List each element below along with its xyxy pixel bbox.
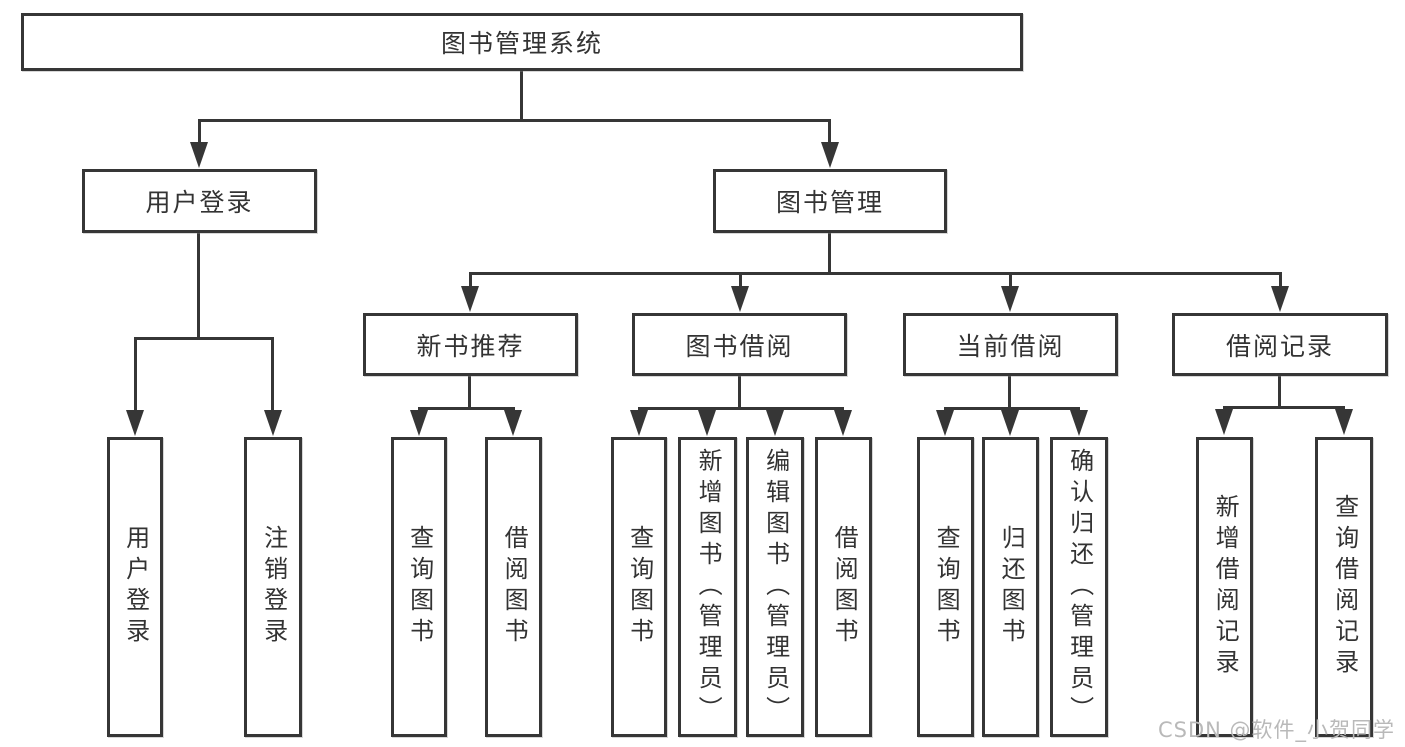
node-book-management-label: 图书管理 [775,188,884,217]
node-book-borrowing: 图书借阅 [632,313,847,376]
connector-line [738,376,741,409]
arrowhead-down-icon [630,410,648,436]
connector-line [638,407,844,410]
leaf-confirm-return-admin: 确认归还（管理员） [1050,437,1108,737]
leaf-return-book: 归还图书 [982,437,1039,737]
arrowhead-down-icon [766,410,784,436]
leaf-user-login-label: 用户登录 [121,525,150,649]
arrowhead-down-icon [1070,410,1088,436]
leaf-borrow-books-recommend-label: 借阅图书 [500,525,529,649]
leaf-logout: 注销登录 [244,437,302,737]
arrowhead-down-icon [821,142,839,168]
leaf-query-books-borrowing-label: 查询图书 [625,525,654,649]
node-book-borrowing-label: 图书借阅 [685,331,794,361]
arrowhead-down-icon [190,142,208,168]
connector-line [418,407,515,410]
node-current-borrowing: 当前借阅 [903,313,1118,376]
leaf-user-login: 用户登录 [107,437,163,737]
leaf-add-book-admin-label: 新增图书（管理员） [694,447,723,727]
connector-line [1008,376,1011,409]
arrowhead-down-icon [1001,286,1019,312]
node-root-label: 图书管理系统 [440,29,603,58]
arrowhead-down-icon [461,286,479,312]
node-user-login: 用户登录 [82,169,317,233]
leaf-borrow-books-recommend: 借阅图书 [485,437,542,737]
arrowhead-down-icon [1215,409,1233,435]
arrowhead-down-icon [504,410,522,436]
node-root: 图书管理系统 [21,13,1023,71]
arrowhead-down-icon [126,410,144,436]
connector-line [468,376,471,409]
arrowhead-down-icon [834,410,852,436]
connector-line [944,407,1080,410]
connector-line [469,272,1282,275]
arrowhead-down-icon [410,410,428,436]
connector-line [198,119,201,145]
watermark-text: CSDN @软件_小贺同学 [1158,718,1396,742]
leaf-borrow-books-borrowing: 借阅图书 [815,437,872,737]
connector-line [828,119,831,145]
leaf-edit-book-admin: 编辑图书（管理员） [746,437,804,737]
leaf-query-books-recommend-label: 查询图书 [405,525,434,649]
node-borrowing-records-label: 借阅记录 [1225,331,1334,361]
node-user-login-label: 用户登录 [145,188,254,217]
connector-line [739,272,742,289]
arrowhead-down-icon [698,410,716,436]
leaf-add-borrow-record: 新增借阅记录 [1196,437,1253,737]
connector-line [134,337,274,340]
leaf-edit-book-admin-label: 编辑图书（管理员） [761,447,790,727]
connector-line [271,337,274,413]
arrowhead-down-icon [1335,409,1353,435]
leaf-borrow-books-borrowing-label: 借阅图书 [830,525,859,649]
leaf-query-books-recommend: 查询图书 [391,437,447,737]
connector-line [1279,272,1282,289]
leaf-confirm-return-admin-label: 确认归还（管理员） [1065,447,1094,727]
leaf-query-borrow-record-label: 查询借阅记录 [1330,494,1359,680]
connector-line [1009,272,1012,289]
connector-line [828,233,831,274]
node-book-management: 图书管理 [713,169,947,233]
node-current-borrowing-label: 当前借阅 [956,331,1065,361]
leaf-query-borrow-record: 查询借阅记录 [1315,437,1373,737]
leaf-query-books-borrowing: 查询图书 [611,437,667,737]
node-new-book-recommend-label: 新书推荐 [416,331,525,361]
arrowhead-down-icon [936,410,954,436]
arrowhead-down-icon [264,410,282,436]
leaf-add-borrow-record-label: 新增借阅记录 [1211,494,1240,680]
arrowhead-down-icon [1271,286,1289,312]
leaf-query-books-current-label: 查询图书 [932,525,961,649]
leaf-return-book-label: 归还图书 [997,525,1026,649]
connector-line [134,337,137,413]
connector-line [198,119,831,122]
node-borrowing-records: 借阅记录 [1172,313,1388,376]
connector-line [197,233,200,339]
node-new-book-recommend: 新书推荐 [363,313,578,376]
leaf-query-books-current: 查询图书 [917,437,974,737]
leaf-add-book-admin: 新增图书（管理员） [678,437,737,737]
connector-line [469,272,472,289]
arrowhead-down-icon [731,286,749,312]
connector-line [520,70,523,121]
connector-line [1223,406,1345,409]
connector-line [1278,376,1281,408]
leaf-logout-label: 注销登录 [259,525,288,649]
arrowhead-down-icon [1001,410,1019,436]
